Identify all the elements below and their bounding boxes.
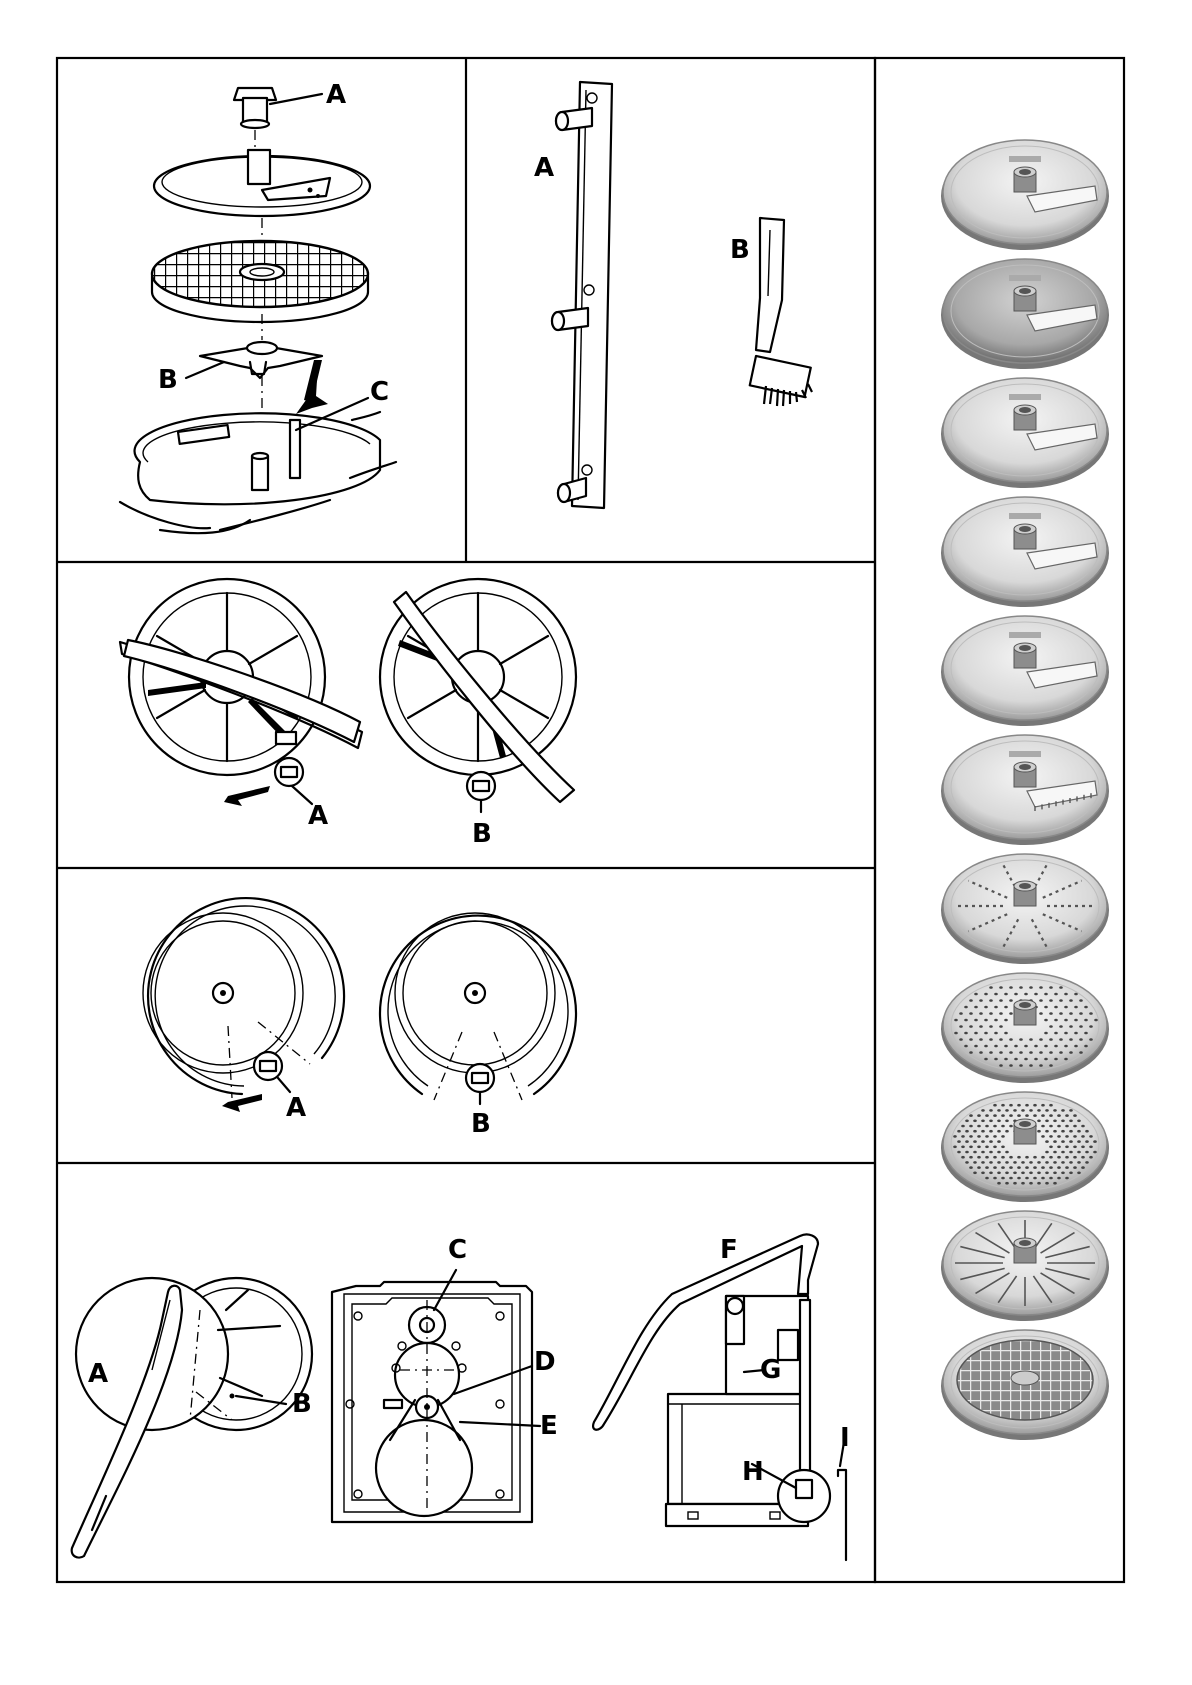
dicing-slicer-disc [154, 150, 370, 216]
slicing-disc-4-icon [941, 497, 1109, 607]
grating-disc-2-icon [941, 973, 1109, 1083]
spoked-wheel-right [380, 579, 576, 812]
label-p1-a: A [326, 80, 346, 110]
disc-catalogue [941, 140, 1109, 1440]
label-p2-b: B [730, 235, 750, 265]
label-p3-b: B [472, 819, 492, 849]
label-p5-f: F [720, 1235, 738, 1265]
label-p5-a: A [88, 1359, 108, 1389]
label-p5-d: D [534, 1347, 556, 1377]
slicing-disc-1-icon [941, 140, 1109, 250]
label-p5-h: H [742, 1457, 764, 1487]
spoked-wheel-left [120, 579, 362, 806]
dicing-grid-icon [941, 1330, 1109, 1440]
julienne-disc-1-icon [941, 616, 1109, 726]
label-p5-e: E [540, 1411, 558, 1441]
label-p5-b: B [292, 1389, 312, 1419]
label-p5-c: C [448, 1235, 467, 1265]
grating-disc-3-icon [941, 1092, 1109, 1202]
slicing-disc-3-icon [941, 378, 1109, 488]
drive-housing [332, 1282, 532, 1522]
disc-with-tool [72, 1278, 312, 1558]
label-p5-i: I [840, 1423, 850, 1453]
panel-machine-drive: A B [72, 1234, 850, 1560]
dicing-grid [152, 241, 368, 322]
cleaning-brush [750, 218, 812, 406]
label-p1-c: C [370, 377, 389, 407]
grating-disc-4-icon [941, 1211, 1109, 1321]
locking-knob [234, 88, 276, 128]
machine-side-view [593, 1234, 846, 1560]
panel-accessories: A B [534, 82, 812, 508]
slicing-disc-2-icon [941, 259, 1109, 369]
bowl-base [120, 412, 396, 533]
ring-right [380, 913, 576, 1104]
julienne-disc-2-icon [941, 735, 1109, 845]
disc-wall-rack [552, 82, 612, 508]
label-p1-b: B [158, 365, 178, 395]
panel-dicing-assembly: A B C [120, 80, 396, 533]
panel-lever-removal: A B [120, 579, 576, 849]
panel-ring-locking: A B [143, 898, 576, 1139]
label-p4-b: B [471, 1109, 491, 1139]
ring-left [143, 898, 344, 1112]
label-p3-a: A [308, 801, 328, 831]
label-p5-g: G [760, 1355, 781, 1385]
grating-disc-1-icon [941, 854, 1109, 964]
label-p4-a: A [286, 1093, 306, 1123]
label-p2-a: A [534, 153, 554, 183]
ejector-plate [200, 342, 322, 378]
